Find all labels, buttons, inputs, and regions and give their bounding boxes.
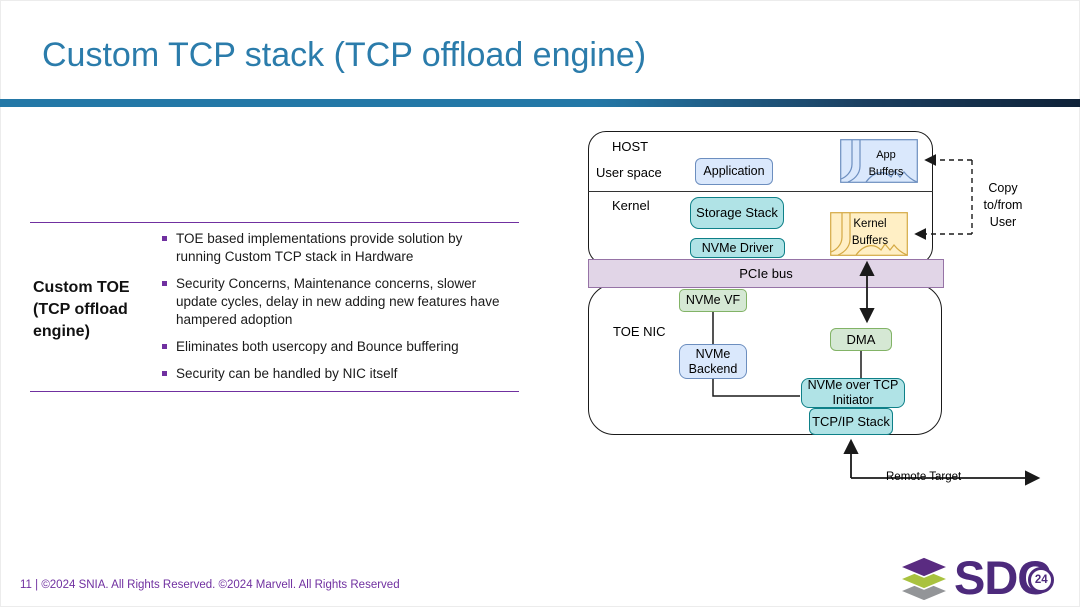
bullet-text: Security Concerns, Maintenance concerns,… (176, 276, 500, 327)
section-heading: Custom TOE (TCP offload engine) (33, 279, 130, 340)
nvme-driver-box: NVMe Driver (690, 238, 785, 258)
list-item: Security can be handled by NIC itself (162, 365, 502, 383)
slide-title: Custom TCP stack (TCP offload engine) (42, 36, 647, 74)
divider-bottom (30, 391, 519, 392)
kernel-buffers-label: Kernel Buffers (851, 218, 889, 247)
bullet-text: TOE based implementations provide soluti… (176, 231, 463, 264)
sdc-logo-year-badge: 24 (1028, 567, 1055, 593)
bullet-text: Security can be handled by NIC itself (176, 366, 398, 381)
tcpip-stack-box: TCP/IP Stack (809, 408, 893, 435)
kernel-buffers-icon (830, 212, 908, 256)
app-buffers-label: App Buffers (868, 149, 904, 178)
list-item: TOE based implementations provide soluti… (162, 230, 502, 266)
copy-to-from-user-annotation: Copy to/from User (983, 181, 1023, 229)
app-buffers-icon (840, 139, 918, 183)
sdc-logo-text: SDC24 (954, 551, 1055, 604)
storage-stack-box: Storage Stack (690, 197, 784, 229)
sdc-logo-year: 24 (1034, 574, 1048, 586)
footer-copyright: 11 | ©2024 SNIA. All Rights Reserved. ©2… (20, 579, 400, 591)
bullet-icon (162, 344, 167, 349)
nvme-vf-box: NVMe VF (679, 289, 747, 312)
divider-top (30, 222, 519, 223)
sdc-logo: SDC24 (898, 552, 1068, 604)
bullet-icon (162, 281, 167, 286)
host-label: HOST (612, 139, 649, 154)
toe-nic-label: TOE NIC (613, 324, 666, 339)
sdc-logo-sd: SD (954, 551, 1018, 604)
userspace-kernel-divider (588, 191, 933, 192)
dma-box: DMA (830, 328, 892, 351)
bullet-icon (162, 371, 167, 376)
user-space-label: User space (596, 165, 662, 180)
sdc-logo-layers-icon (898, 556, 950, 602)
bullet-icon (162, 236, 167, 241)
bullet-list: TOE based implementations provide soluti… (162, 230, 502, 392)
title-accent-bar (0, 99, 1080, 107)
remote-target-label: Remote Target (886, 471, 962, 483)
application-box: Application (695, 158, 773, 185)
pcie-bus-bar: PCIe bus (588, 259, 944, 288)
kernel-label: Kernel (612, 198, 650, 213)
nvme-backend-box: NVMe Backend (679, 344, 747, 379)
list-item: Security Concerns, Maintenance concerns,… (162, 275, 502, 329)
sdc-logo-c: C24 (1017, 552, 1055, 604)
list-item: Eliminates both usercopy and Bounce buff… (162, 338, 502, 356)
nvme-over-tcp-initiator-box: NVMe over TCP Initiator (801, 378, 905, 408)
bullet-text: Eliminates both usercopy and Bounce buff… (176, 339, 459, 354)
